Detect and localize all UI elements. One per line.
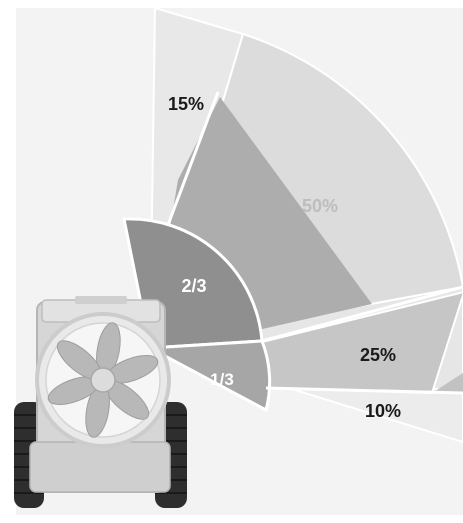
axial-fan-sprayer-icon [14,296,187,508]
divider-line [166,91,220,226]
label-top-percent: 15% [168,94,204,114]
label-inner-lower: 1/3 [210,370,234,389]
divider-line [265,386,463,395]
divider-line [261,285,463,343]
label-inner-upper: 2/3 [181,276,206,296]
label-bottom-percent: 10% [365,401,401,421]
label-middle-percent: 50% [302,196,338,216]
label-lower-percent: 25% [360,345,396,365]
